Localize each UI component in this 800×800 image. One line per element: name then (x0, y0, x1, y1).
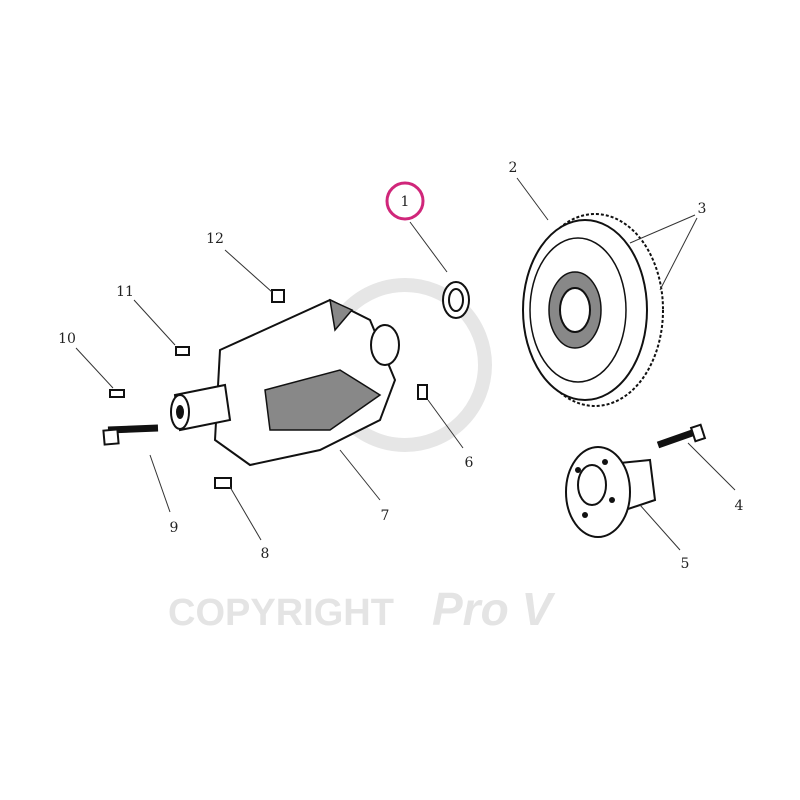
pin (109, 389, 125, 398)
flywheel (522, 213, 664, 407)
watermark-text: COPYRIGHT (168, 592, 394, 634)
callout-5[interactable]: 5 (681, 556, 690, 572)
callout-4[interactable]: 4 (735, 498, 744, 514)
flywheel-bolt (656, 423, 707, 449)
callout-12[interactable]: 12 (206, 231, 224, 247)
callout-6[interactable]: 6 (465, 455, 474, 471)
seal-ring (442, 281, 470, 319)
highlight-circle (385, 181, 425, 221)
key-11 (175, 346, 190, 356)
plug (271, 289, 285, 303)
leader-lines (75, 177, 736, 551)
bolt-head (102, 428, 120, 446)
dowel (417, 384, 428, 400)
callout-10[interactable]: 10 (58, 331, 76, 347)
callout-9[interactable]: 9 (170, 520, 179, 536)
crankshaft (170, 298, 400, 467)
callout-1[interactable]: 1 (401, 194, 410, 210)
callout-2[interactable]: 2 (509, 160, 518, 176)
callout-3[interactable]: 3 (698, 201, 707, 217)
key-8 (214, 477, 232, 489)
hub (565, 446, 657, 538)
callout-8[interactable]: 8 (261, 546, 270, 562)
watermark: COPYRIGHT Pro V (168, 278, 555, 635)
callout-7[interactable]: 7 (381, 508, 390, 524)
watermark-brand: Pro V (432, 583, 555, 635)
callout-11[interactable]: 11 (116, 284, 134, 300)
